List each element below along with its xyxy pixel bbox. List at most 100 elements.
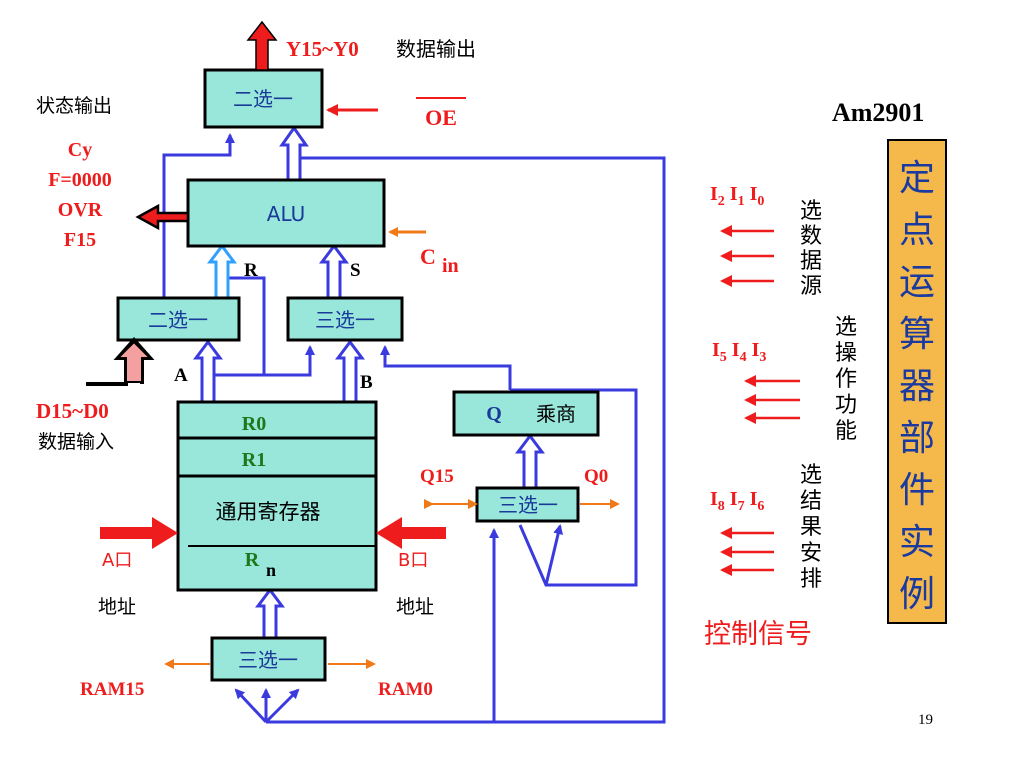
reg-general-label: 通用寄存器	[216, 500, 321, 524]
status-arrow	[135, 203, 190, 231]
select-function-char: 作	[835, 367, 857, 392]
output-arrow	[246, 20, 278, 71]
bus-mux-to-alu-s	[319, 243, 349, 300]
vertical-title-char: 点	[899, 210, 935, 251]
bus-qmux-to-q	[515, 433, 545, 490]
select-function-char: 操	[835, 341, 857, 366]
output-desc: 数据输出	[396, 37, 476, 61]
ram15-label: RAM15	[80, 679, 144, 700]
wire-a-to-mux	[208, 345, 315, 377]
q-desc: 乘商	[536, 402, 576, 426]
vertical-title-char: 定	[899, 158, 935, 199]
vertical-title-char: 实	[899, 522, 935, 563]
a-port-label: A口	[102, 550, 132, 571]
mux-a-label: 二选一	[148, 308, 208, 332]
wire-q-loop	[510, 388, 638, 587]
select-result-char: 选	[800, 463, 822, 488]
q-mux: 三选一	[475, 486, 580, 523]
port-b: B	[360, 372, 373, 393]
select-source-char: 选	[800, 199, 822, 224]
chip-name: Am2901	[832, 98, 924, 127]
status-output-label: 状态输出	[36, 95, 112, 117]
select-function-char: 功	[835, 393, 857, 418]
select-function-char: 能	[835, 419, 857, 444]
wire-ram-fan-1	[234, 688, 268, 724]
cin-sub: in	[442, 255, 459, 277]
port-a: A	[174, 365, 188, 386]
select-result-char: 安	[800, 541, 822, 566]
top-mux: 二选一	[203, 68, 324, 129]
d-input-desc: 数据输入	[38, 431, 114, 453]
a-address-label: 地址	[98, 596, 136, 618]
page-number: 19	[918, 712, 933, 728]
flag-ovr: OVR	[58, 199, 103, 221]
b-addr-arrow	[376, 517, 446, 549]
wire-q-to-mux	[380, 345, 512, 390]
flag-zero: F=0000	[48, 169, 112, 191]
port-s: S	[350, 260, 361, 281]
bus-alu-to-mux	[279, 125, 309, 182]
top-mux-label: 二选一	[233, 87, 293, 111]
vertical-title-char: 例	[899, 574, 935, 615]
flag-f15: F15	[64, 229, 96, 251]
select-result-char: 排	[800, 567, 822, 592]
reg-r0: R0	[242, 413, 266, 435]
q-label: Q	[486, 403, 502, 425]
select-source-char: 据	[800, 249, 822, 274]
bus-mux-to-alu-r	[207, 243, 237, 300]
select-result-char: 结	[800, 489, 822, 514]
register-file: R0 R1 通用寄存器 R n	[176, 400, 378, 592]
wire-r-branch	[222, 276, 266, 375]
mux-b: 三选一	[286, 296, 404, 342]
reg-r1: R1	[242, 449, 266, 471]
a-addr-arrow	[100, 517, 178, 549]
mux-a: 二选一	[116, 296, 241, 342]
control-arrows	[720, 225, 800, 576]
ram0-label: RAM0	[378, 679, 433, 700]
reg-rn-n: n	[266, 560, 276, 580]
oe-label: OE	[425, 105, 457, 130]
wire-feedback-loop	[266, 156, 666, 724]
wire-ram-fan-3	[264, 688, 300, 724]
bus-arrows	[193, 125, 545, 640]
vertical-title-char: 件	[899, 470, 935, 511]
reg-rn-r: R	[245, 549, 260, 571]
vertical-title-char: 算	[899, 314, 935, 355]
bus-reg-a-to-mux	[193, 339, 223, 404]
q0-label: Q0	[584, 466, 608, 487]
vertical-title-char: 运	[899, 262, 935, 303]
vertical-title-char: 部	[899, 418, 935, 459]
flag-cy: Cy	[68, 139, 92, 161]
output-label: Y15~Y0	[286, 37, 359, 61]
q15-label: Q15	[420, 466, 454, 487]
select-function-char: 选	[835, 315, 857, 340]
control-signals-label: 控制信号	[704, 619, 812, 650]
ram-mux-label: 三选一	[238, 648, 298, 672]
wire-bypass-a	[162, 133, 235, 310]
alu-label: ALU	[267, 202, 305, 226]
q-register: Q 乘商	[452, 390, 600, 437]
cin-c: C	[420, 244, 436, 269]
ctrl-i876: I8 I7 I6	[710, 488, 764, 514]
ctrl-i210: I2 I1 I0	[710, 183, 764, 209]
q-mux-label: 三选一	[498, 493, 558, 517]
wires	[162, 133, 666, 724]
ctrl-i543: I5 I4 I3	[712, 339, 766, 365]
b-port-label: B口	[398, 550, 428, 571]
ram-mux: 三选一	[210, 636, 327, 682]
select-source-char: 数	[800, 224, 822, 249]
d-input-label: D15~D0	[36, 399, 109, 423]
alu-box: ALU	[186, 178, 386, 248]
shift-arrows	[164, 499, 620, 669]
select-result-char: 果	[800, 515, 822, 540]
bus-reg-b-to-mux	[335, 339, 365, 404]
mux-b-label: 三选一	[315, 308, 375, 332]
select-source-char: 源	[800, 274, 822, 299]
port-r: R	[244, 260, 258, 281]
bus-rammux-to-reg	[255, 587, 285, 640]
